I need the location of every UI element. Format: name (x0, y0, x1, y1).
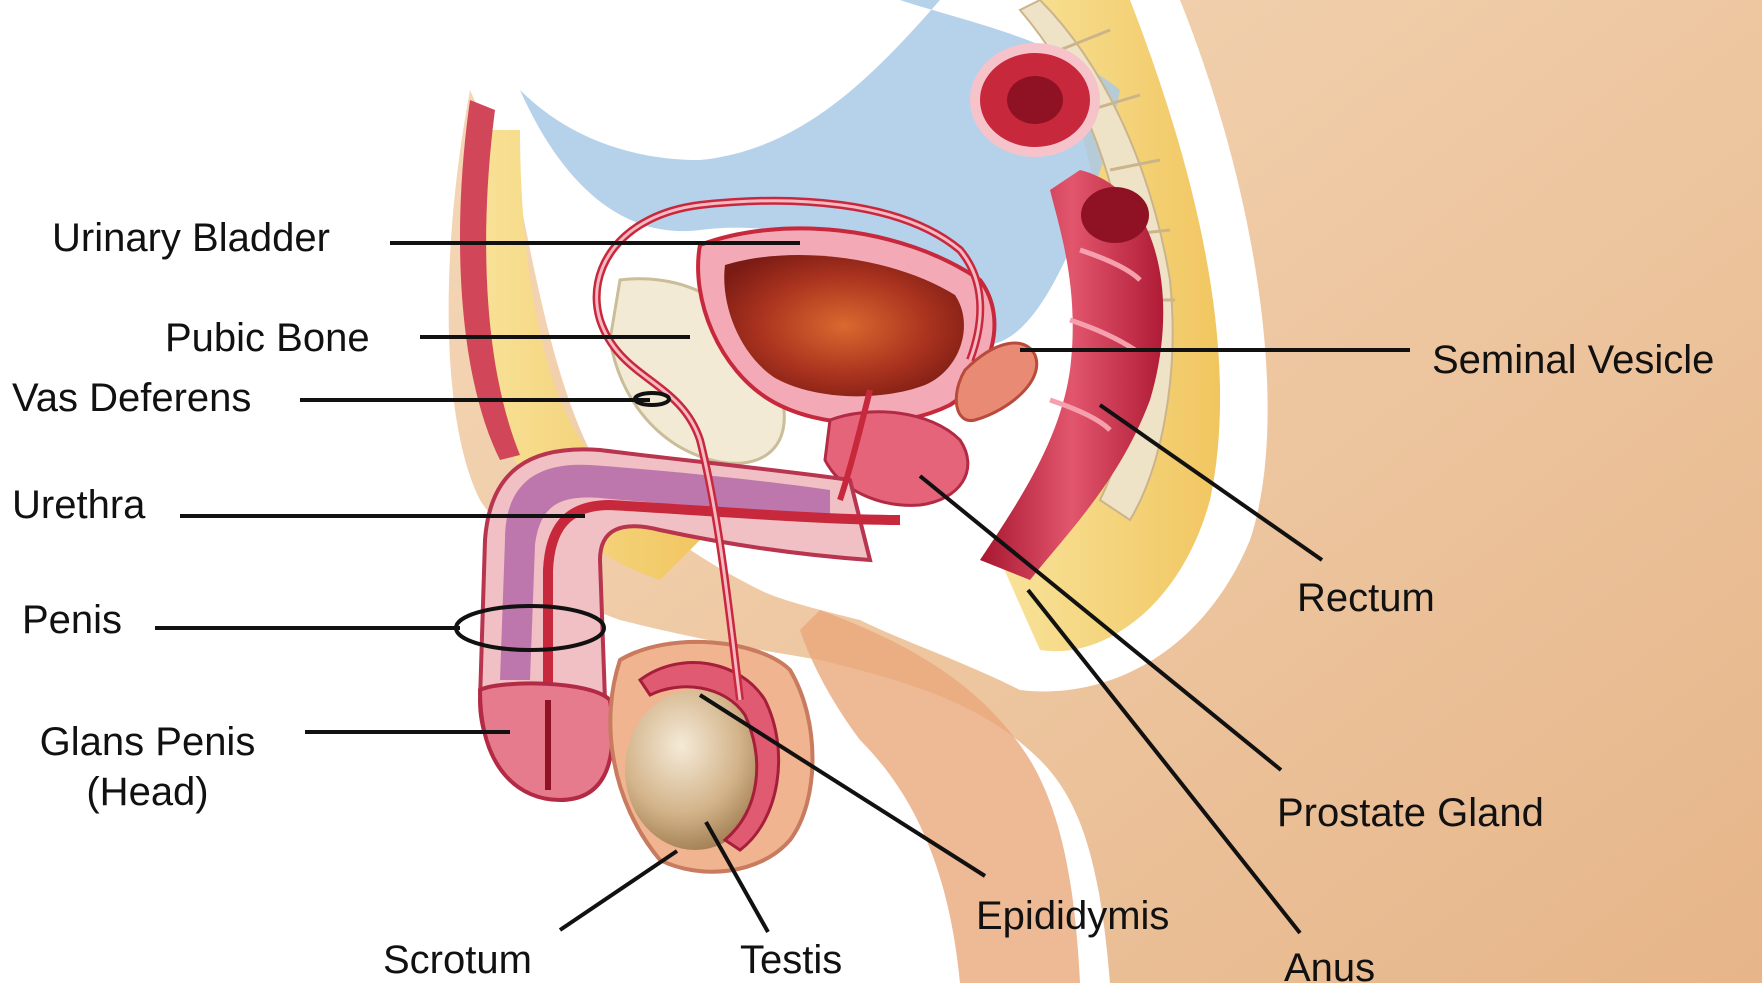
label-penis: Penis (22, 600, 122, 640)
label-anus: Anus (1284, 948, 1375, 988)
label-prostate-gland: Prostate Gland (1277, 793, 1544, 833)
label-urinary-bladder: Urinary Bladder (52, 218, 330, 258)
label-urethra: Urethra (12, 485, 145, 525)
label-pubic-bone: Pubic Bone (165, 318, 370, 358)
label-seminal-vesicle: Seminal Vesicle (1432, 340, 1714, 380)
label-testis: Testis (740, 940, 842, 980)
label-glans-penis-line1: Glans Penis (20, 722, 275, 762)
label-rectum: Rectum (1297, 578, 1435, 618)
label-vas-deferens: Vas Deferens (12, 378, 251, 418)
label-scrotum: Scrotum (383, 940, 532, 980)
leader-scrotum (560, 851, 677, 930)
label-glans-penis: Glans Penis (Head) (20, 722, 275, 812)
label-glans-penis-line2: (Head) (20, 772, 275, 812)
label-epididymis: Epididymis (976, 896, 1169, 936)
